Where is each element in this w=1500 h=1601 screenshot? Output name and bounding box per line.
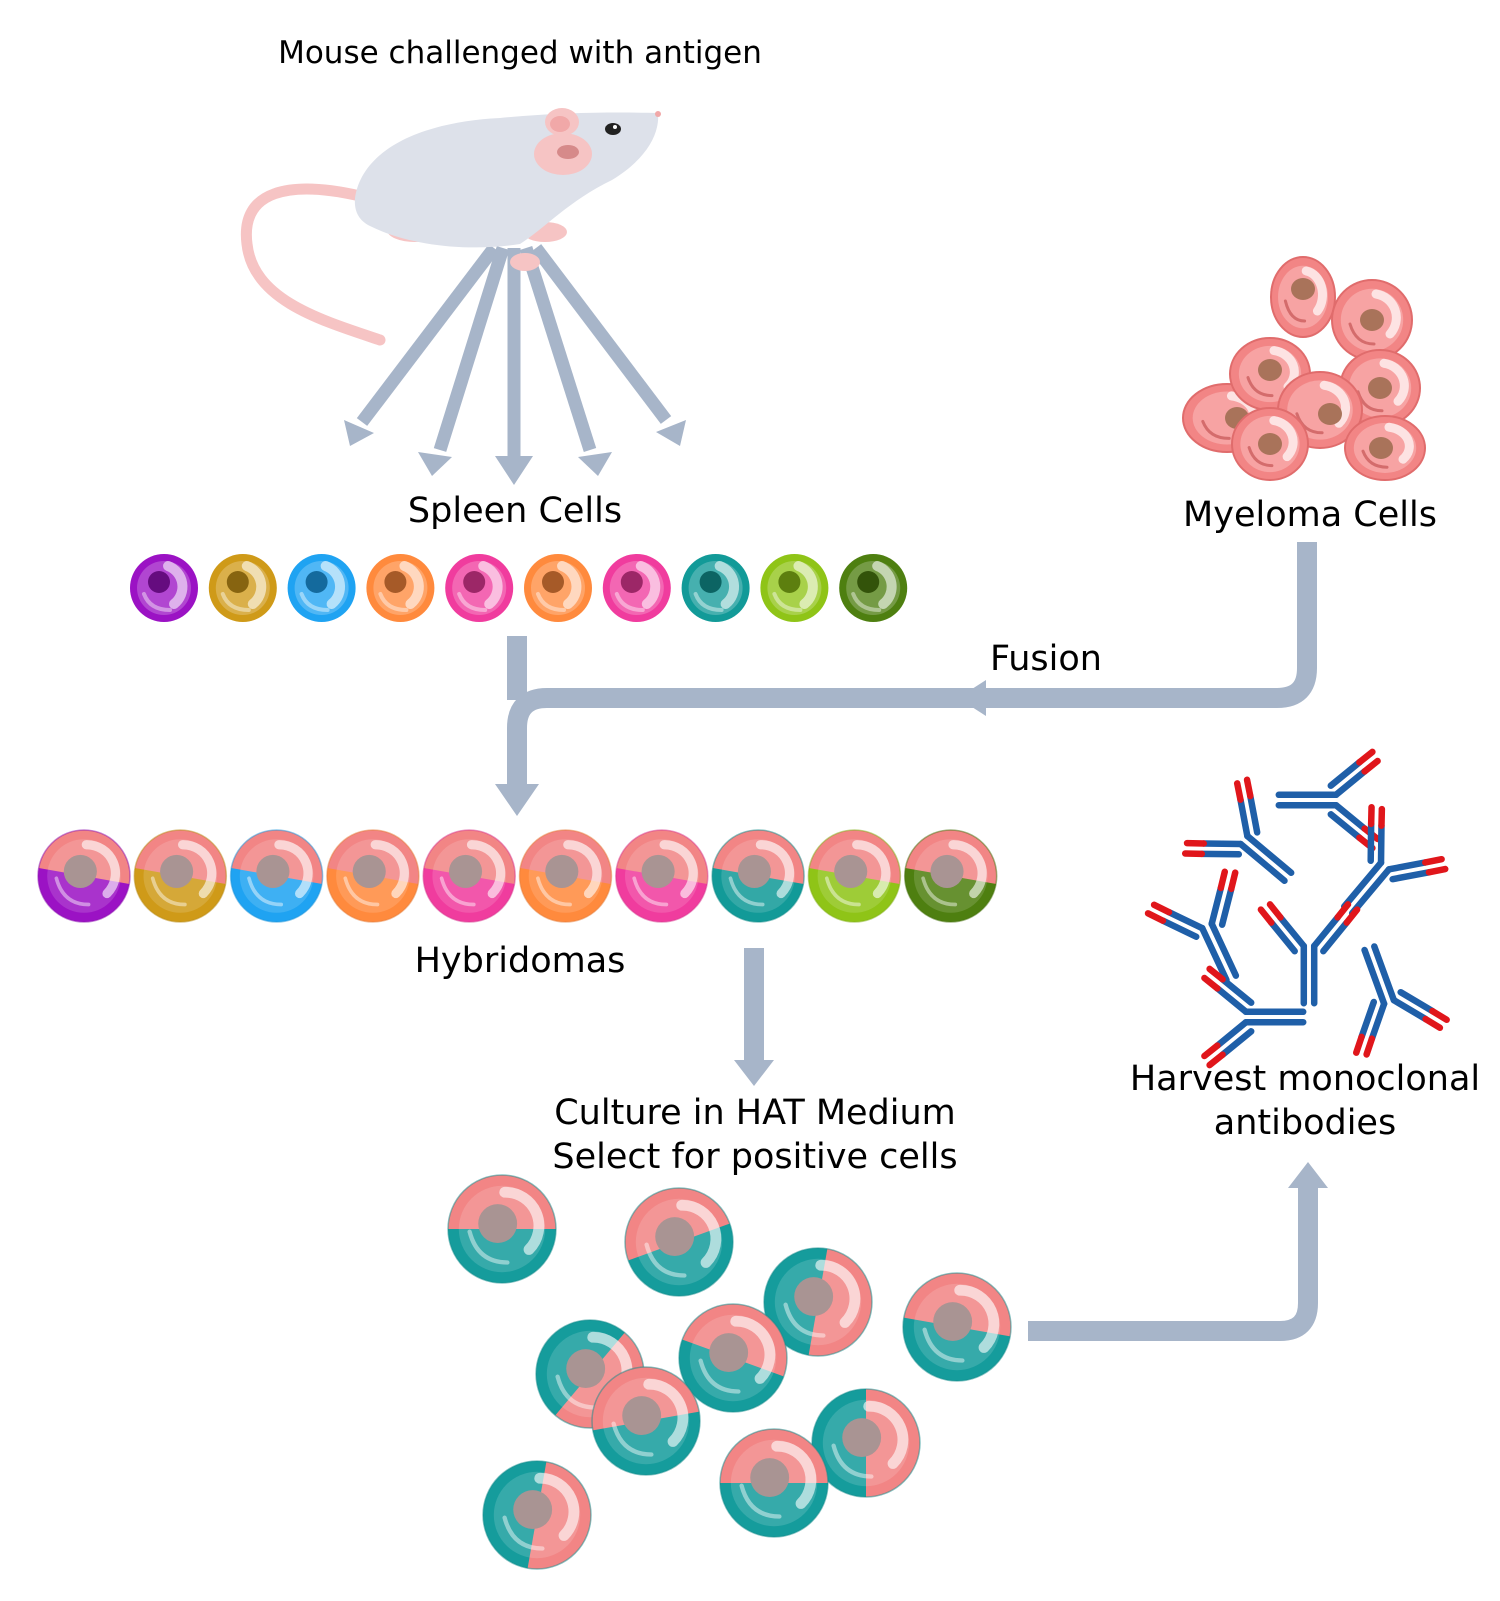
- antibody-icon: [1257, 901, 1361, 1007]
- antibody-icon: [1340, 803, 1449, 917]
- spleen-cell-icon: [524, 554, 592, 622]
- hybridoma-to-culture-arrow: [734, 948, 774, 1086]
- mouse-to-spleen-arrows: [344, 244, 686, 485]
- culture-to-harvest-arrow: [1028, 1162, 1328, 1341]
- spleen-cell-icon: [760, 554, 829, 622]
- spleen-cell-icon: [287, 554, 356, 622]
- hybridoma-cell-icon: [711, 829, 805, 923]
- hybridoma-cell-icon: [624, 1187, 734, 1297]
- myeloma-cell-icon: [1231, 407, 1309, 481]
- hybridoma-cell-icon: [37, 829, 131, 923]
- myeloma-cell-icon: [1331, 279, 1413, 361]
- spleen-cell-icon: [681, 554, 750, 622]
- hybridoma-cell-icon: [447, 1174, 557, 1284]
- mouse-label: Mouse challenged with antigen: [278, 35, 762, 71]
- antibody-icon: [1181, 776, 1295, 885]
- antibody-icon: [1353, 943, 1450, 1058]
- hybridoma-cell-icon: [326, 829, 420, 923]
- hybridoma-cell-icon: [133, 829, 228, 923]
- hybridoma-cell-icon: [229, 829, 324, 923]
- myeloma-cell-icon: [1270, 256, 1336, 338]
- fusion-label: Fusion: [990, 639, 1102, 679]
- antibodies-group: [1144, 748, 1450, 1069]
- spleen-cell-icon: [445, 554, 514, 622]
- fusion-arrowhead-left: [958, 680, 986, 716]
- myeloma-cell-icon: [1344, 415, 1426, 481]
- fusion-arrow: [507, 542, 1317, 792]
- hybridomas-label: Hybridomas: [414, 941, 626, 981]
- harvest-label-line2: antibodies: [1213, 1103, 1397, 1143]
- myeloma-cells-label: Myeloma Cells: [1183, 495, 1437, 535]
- hybridoma-cell-icon: [422, 829, 516, 923]
- spleen-cell-icon: [602, 554, 671, 622]
- spleen-cell-icon: [839, 554, 908, 622]
- hybridoma-cell-icon: [482, 1460, 592, 1570]
- spleen-cells-label: Spleen Cells: [407, 491, 623, 531]
- hybridoma-cell-icon: [903, 829, 998, 923]
- antibody-icon: [1275, 748, 1381, 852]
- hybridoma-cell-icon: [807, 829, 902, 923]
- hybridomas-row: [37, 829, 998, 923]
- spleen-cell-icon: [366, 554, 435, 622]
- spleen-cells-row: [130, 554, 908, 622]
- fusion-arrowhead-down: [495, 784, 539, 816]
- culture-label-line2: Select for positive cells: [552, 1137, 958, 1177]
- hybridoma-cell-icon: [902, 1272, 1012, 1382]
- mouse-icon: [240, 108, 661, 346]
- antibody-icon: [1144, 868, 1240, 984]
- spleen-cell-icon: [130, 554, 198, 622]
- hybridoma-cell-icon: [615, 829, 709, 923]
- culture-cells-cluster: [447, 1174, 1012, 1570]
- hybridoma-cell-icon: [591, 1366, 701, 1476]
- harvest-label-line1: Harvest monoclonal: [1129, 1059, 1481, 1099]
- hybridoma-cell-icon: [518, 829, 613, 923]
- hybridoma-cell-icon: [719, 1428, 829, 1538]
- antibody-icon: [1201, 965, 1307, 1069]
- myeloma-cells-cluster: [1182, 256, 1426, 481]
- spleen-cell-icon: [208, 554, 277, 622]
- culture-label-line1: Culture in HAT Medium: [554, 1093, 956, 1133]
